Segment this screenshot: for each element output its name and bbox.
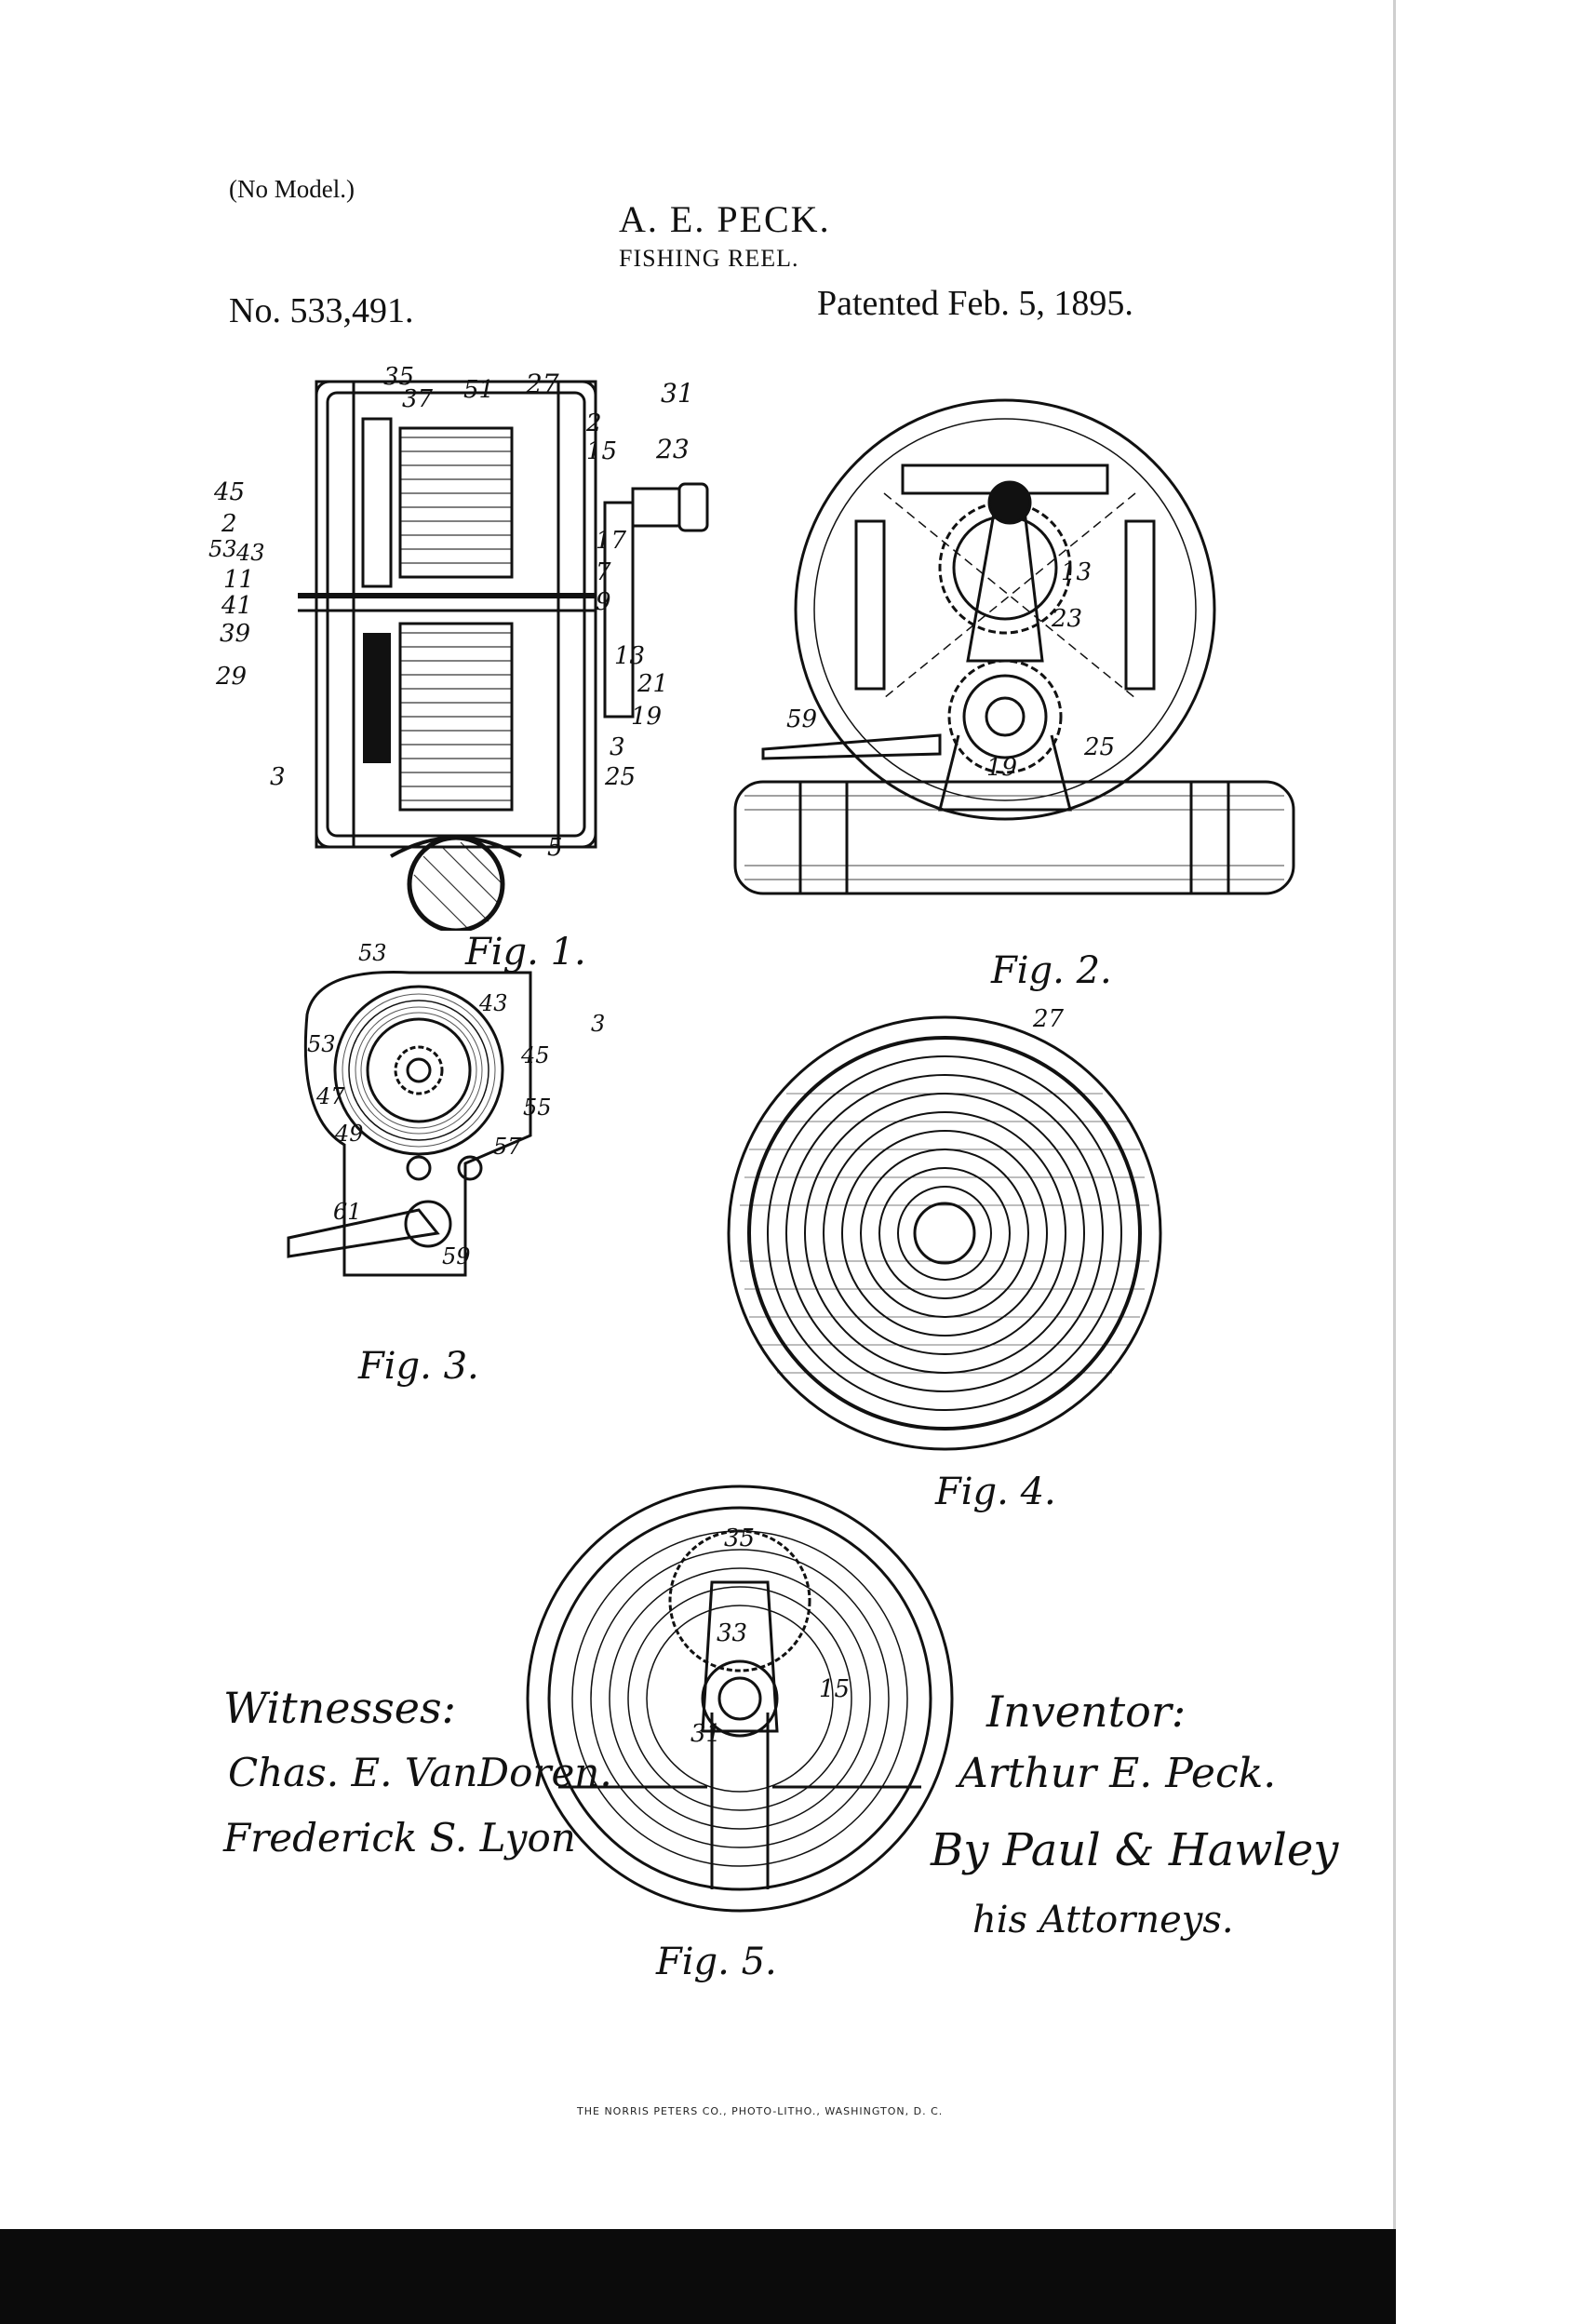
scan-bottom-shadow — [0, 2229, 1396, 2324]
fig1-ref: 17 — [596, 527, 627, 555]
figure-5-caption: Fig. 5. — [656, 1941, 777, 1983]
fig3-ref: 47 — [316, 1083, 345, 1109]
lithographer-imprint: THE NORRIS PETERS CO., PHOTO-LITHO., WAS… — [577, 2105, 944, 2117]
fig1-ref: 25 — [605, 763, 637, 791]
fig3-ref: 53 — [307, 1031, 336, 1057]
figure-3-drawing — [287, 971, 532, 1277]
figure-1-drawing — [298, 380, 709, 931]
inventor-label: Inventor: — [986, 1686, 1186, 1737]
fig1-ref: 19 — [631, 703, 663, 731]
fig5-ref: 33 — [717, 1619, 748, 1647]
fig1-ref: 51 — [463, 376, 495, 404]
fig1-ref: 3 — [610, 733, 625, 761]
fig1-ref: 45 — [214, 478, 246, 506]
witnesses-label: Witnesses: — [223, 1683, 457, 1733]
witness-1-signature: Chas. E. VanDoren. — [228, 1750, 612, 1795]
fig1-ref: 13 — [614, 642, 646, 670]
fig3-ref: 59 — [442, 1243, 471, 1269]
figure-4-drawing — [727, 1015, 1162, 1451]
figure-3-caption: Fig. 3. — [358, 1345, 479, 1388]
figure-1-caption: Fig. 1. — [465, 931, 586, 974]
fig3-ref: 43 — [479, 990, 508, 1016]
fig1-ref: 2 — [586, 410, 602, 437]
fig3-ref: 61 — [333, 1199, 362, 1225]
patent-date: Patented Feb. 5, 1895. — [817, 284, 1133, 323]
fig1-ref: 11 — [223, 566, 255, 594]
fig1-ref: 35 — [383, 363, 415, 391]
fig1-ref: 43 — [236, 540, 265, 566]
fig1-ref: 41 — [221, 592, 253, 620]
fig1-ref: 15 — [586, 437, 618, 465]
fig2-ref: 19 — [986, 754, 1018, 782]
inventor-signature: Arthur E. Peck. — [959, 1750, 1277, 1797]
fig1-ref: 39 — [220, 620, 251, 648]
fig1-ref: 29 — [216, 663, 248, 691]
fig3-ref: 3 — [591, 1011, 606, 1037]
fig1-ref: 31 — [661, 378, 694, 409]
figure-4-caption: Fig. 4. — [935, 1471, 1056, 1513]
fig2-ref: 23 — [1052, 605, 1083, 633]
fig1-ref: 5 — [547, 834, 563, 862]
fig5-ref: 31 — [690, 1720, 722, 1748]
fig1-ref: 2 — [221, 510, 237, 538]
scan-edge — [1393, 0, 1396, 2271]
scan-bottom-margin — [1396, 2229, 1582, 2324]
fig3-ref: 57 — [493, 1134, 522, 1160]
patent-number: No. 533,491. — [229, 291, 414, 330]
fig1-ref: 7 — [596, 558, 611, 586]
fig4-ref: 27 — [1033, 1005, 1065, 1033]
fig1-ref: 3 — [270, 763, 286, 791]
fig3-ref: 45 — [521, 1042, 550, 1068]
fig1-ref: 23 — [656, 434, 690, 464]
fig1-ref: 27 — [526, 369, 559, 399]
fig3-ref: 53 — [358, 940, 387, 966]
figure-2-caption: Fig. 2. — [991, 949, 1112, 992]
fig5-ref: 35 — [724, 1525, 756, 1552]
inventor-name: A. E. PECK. — [619, 198, 831, 240]
model-note: (No Model.) — [229, 175, 355, 203]
attorneys-label: his Attorneys. — [972, 1899, 1234, 1941]
patent-title: FISHING REEL. — [619, 245, 799, 272]
figure-2-drawing — [733, 398, 1295, 895]
fig3-ref: 49 — [335, 1121, 364, 1147]
by-attorneys-signature: By Paul & Hawley — [931, 1824, 1339, 1876]
figure-5-drawing — [526, 1484, 954, 1913]
fig1-ref: 53 — [208, 536, 237, 562]
witness-2-signature: Frederick S. Lyon — [223, 1815, 576, 1861]
fig2-ref: 59 — [786, 705, 818, 733]
fig3-ref: 55 — [523, 1095, 552, 1121]
fig2-ref: 13 — [1061, 558, 1093, 586]
fig1-ref: 21 — [637, 670, 669, 698]
fig2-ref: 25 — [1084, 733, 1116, 761]
fig5-ref: 15 — [819, 1675, 851, 1703]
fig1-ref: 37 — [402, 385, 434, 413]
fig1-ref: 9 — [596, 588, 611, 616]
